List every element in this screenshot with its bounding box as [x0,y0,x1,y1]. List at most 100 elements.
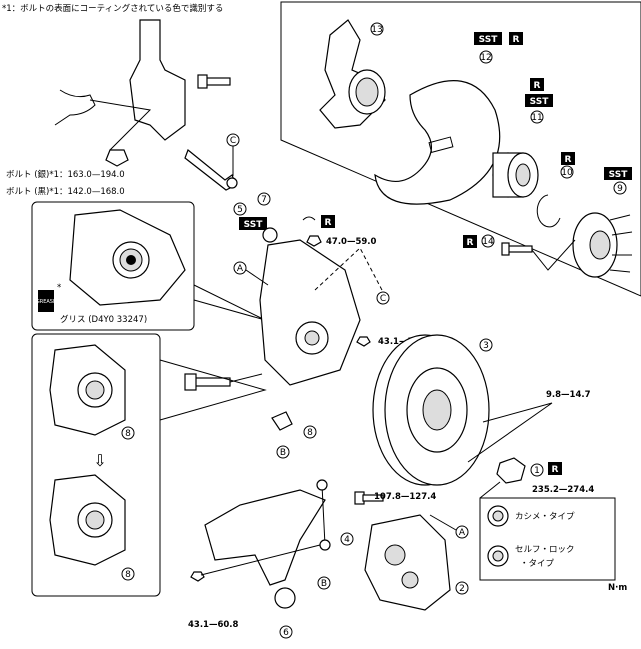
r-tag-10 [561,152,575,165]
grease-spec: グリス (D4Y0 33247) [60,314,147,325]
sst-tag-12-text: SST [479,35,499,45]
r-tag-10-text: R [565,155,572,165]
part-4-callout [340,532,354,546]
sensor-box-pointer [159,359,267,421]
knuckle-sensor-upper [49,344,126,436]
dust-cover [374,80,501,205]
part-8-label-c: 8 [125,570,131,580]
ref-b-bottom-label: B [321,579,327,589]
ref-c-dashed-leader [314,247,384,293]
knuckle-grease-illustration [69,209,186,306]
castle-nut [306,235,322,247]
part-4-label: 4 [344,535,350,545]
sst-tag-12 [474,32,502,45]
ref-b-mid-label: B [280,448,286,458]
knuckle-bolt [184,373,231,391]
unit-label: N·m [608,583,627,593]
snap-ring [536,194,561,228]
r-tag-14-text: R [467,238,474,248]
nut-type-self-lock-2: ・タイプ [520,559,555,569]
steering-knuckle [259,227,361,386]
part-5-callout [233,202,247,216]
disc-screw-leader [467,402,553,463]
knuckle-bolt-leader [229,373,263,383]
r-tag-1 [548,462,562,475]
sst-tag-11 [525,94,553,107]
caliper-bolt [354,491,384,505]
tie-rod-end [184,149,238,191]
lower-control-arm [204,489,326,609]
knuckle-sensor-lower [49,474,126,566]
part-11-callout [530,110,544,124]
part-2-callout [455,581,469,595]
ref-a-top [233,261,247,275]
down-arrow-icon: ⇩ [93,451,106,470]
grease-tube-icon [38,290,54,312]
caliper-nut [356,336,371,347]
ref-c-top-label: C [230,136,236,146]
r-tag-14 [463,235,477,248]
nut-type-self-lock-1: セルフ・ロック [515,545,575,555]
header-note: *1：ボルトの表面にコーティングされている色で識別する [2,3,223,14]
wheel-hub [572,212,633,278]
nut-type-kashime: カシメ・タイプ [515,512,575,522]
part-2-label: 2 [459,584,465,594]
part-12-callout [479,50,493,64]
part-5-label: 5 [237,205,243,215]
wheel-bearing [492,152,539,198]
ref-c-mid-label: C [380,294,386,304]
hub-bolt-leader [531,239,576,271]
grease-box-pointer [193,284,266,321]
arm-nut-leader [200,544,321,576]
r-tag-1-text: R [552,465,559,475]
r-tag-11-text: R [534,81,541,91]
part-8-callout-a [303,425,317,439]
strut-assembly [54,19,231,167]
ref-a-top-label: A [237,264,244,274]
bolt-silver-spec: ボルト (銀)*1：163.0—194.0 [6,169,125,180]
part-14-label: 14 [482,237,494,247]
grease-icon-text: GREASE [36,299,56,305]
torque-107-127: 107.8—127.4 [374,492,436,502]
part-7-label: 7 [261,195,267,205]
part-8-label-a: 8 [307,428,313,438]
part-7-callout [257,192,271,206]
r-tag-pin [321,215,335,228]
ref-b-bottom [317,576,331,590]
part-8-callout-c [121,567,135,581]
nut-box-pointer [479,481,501,499]
r-tag-12 [509,32,523,45]
brake-caliper [364,514,451,611]
part-8-callout-b [121,426,135,440]
torque-9-14: 9.8—14.7 [546,390,591,400]
r-tag-11 [530,78,544,91]
brake-disc [372,334,490,486]
detail-panel-frame [280,1,641,297]
torque-47-59: 47.0—59.0 [326,237,377,247]
grease-asterisk: * [57,283,61,293]
r-tag-12-text: R [513,35,520,45]
hub-nut [496,457,526,484]
part-11-label: 11 [531,113,542,123]
strut-leader [89,99,152,151]
part-3-callout [479,338,493,352]
part-13-label: 13 [371,25,382,35]
ref-a-bottom [455,525,469,539]
part-6-callout [279,625,293,639]
part-14-callout [481,234,495,248]
nut-type-box [479,497,616,581]
part-3-label: 3 [483,341,489,351]
part-13-callout [370,22,384,36]
sensor-detail-box [31,333,161,597]
abs-sensor-clip [271,411,293,431]
r-tag-pin-text: R [325,218,332,228]
ref-c-mid [376,291,390,305]
ref-c-top [226,133,240,147]
arm-nut [190,571,205,582]
part-9-callout [613,181,627,195]
sst-tag-11-text: SST [530,97,550,107]
sst-tag-7 [239,217,267,230]
torque-235-274: 235.2—274.4 [532,485,594,495]
ref-a-bottom-label: A [459,528,466,538]
